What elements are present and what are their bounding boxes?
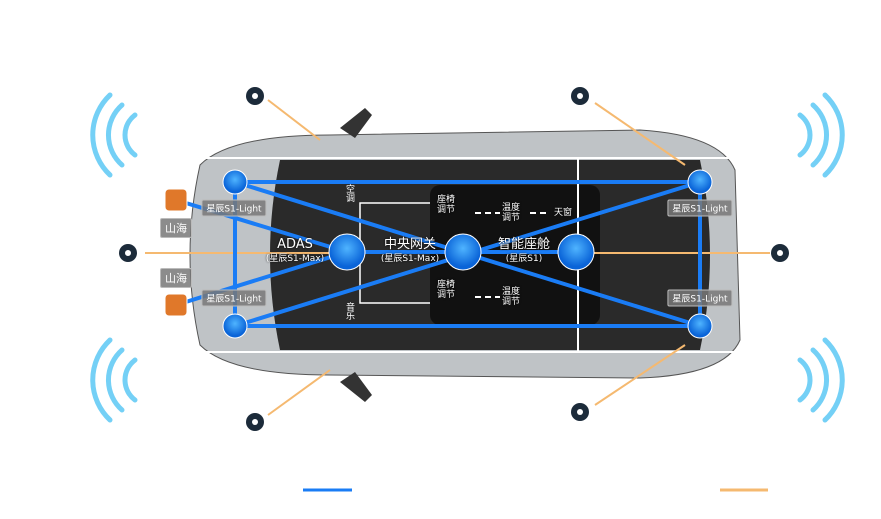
camera-icon — [246, 87, 264, 105]
cockpit-node — [557, 233, 595, 271]
camera-icon — [571, 87, 589, 105]
zone-chip-label: 星辰S1-Light — [667, 289, 733, 307]
temp-label: 温度调节 — [502, 287, 521, 307]
zone-node-front-left — [222, 169, 248, 195]
zone-node-rear-right — [687, 313, 713, 339]
zone-chip-label: 星辰S1-Light — [667, 199, 733, 217]
ecu-nodes — [164, 169, 713, 339]
mcu-chip-icon — [164, 293, 188, 317]
camera-icon — [771, 244, 789, 262]
camera-icons — [119, 87, 789, 431]
mcu-chip-icon — [164, 188, 188, 212]
ac-label: 空调 — [344, 184, 354, 202]
seat-label: 座椅调节 — [437, 195, 456, 215]
cockpit-label: 智能座舱(星辰S1) — [497, 237, 551, 264]
sunroof-label: 天窗 — [553, 208, 573, 218]
camera-icon — [571, 403, 589, 421]
mcu-label: 山海 — [160, 268, 192, 288]
adas-label: ADAS(星辰S1-Max) — [265, 237, 325, 264]
seat-label: 座椅调节 — [437, 280, 456, 300]
music-label: 音乐 — [344, 302, 354, 320]
adas-node — [328, 233, 366, 271]
camera-icon — [246, 413, 264, 431]
mcu-label: 山海 — [160, 218, 192, 238]
radar-wave-icons — [90, 92, 845, 423]
zone-chip-label: 星辰S1-Light — [201, 199, 267, 217]
zone-node-front-right — [687, 169, 713, 195]
zone-chip-label: 星辰S1-Light — [201, 289, 267, 307]
gateway-node — [444, 233, 482, 271]
gateway-label: 中央网关(星辰S1-Max) — [380, 237, 440, 264]
temp-label: 温度调节 — [502, 203, 521, 223]
camera-icon — [119, 244, 137, 262]
zone-node-rear-left — [222, 313, 248, 339]
